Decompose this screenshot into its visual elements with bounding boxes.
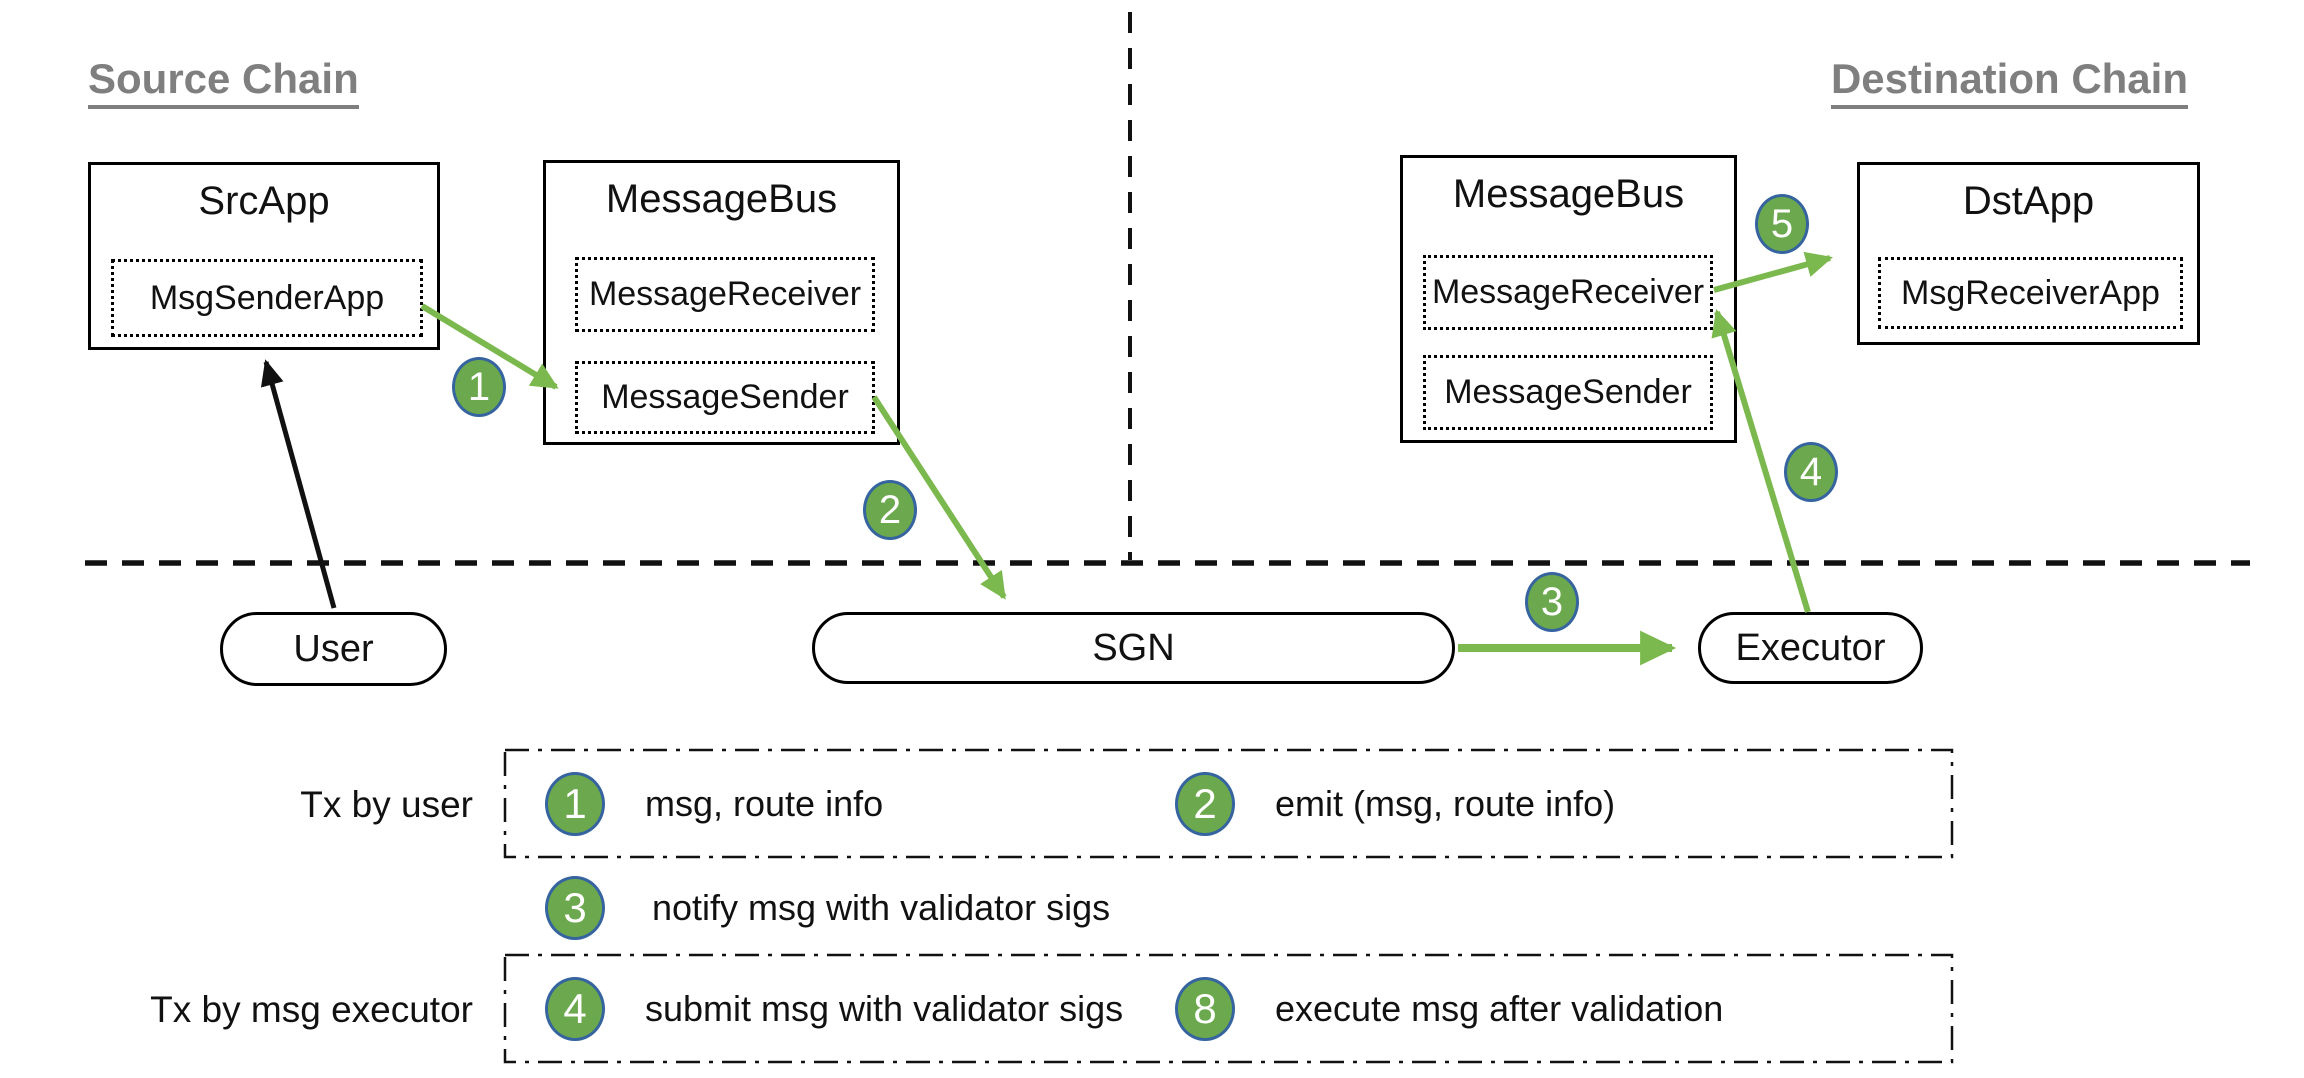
- message-receiver-source-box: MessageReceiver: [575, 257, 875, 332]
- src-app-box: SrcApp MsgSenderApp: [88, 162, 440, 350]
- step3-badge: 3: [1525, 572, 1579, 632]
- legend-step8-text: execute msg after validation: [1275, 988, 1724, 1029]
- legend-step2-badge: 2: [1175, 772, 1235, 836]
- message-bus-destination-title: MessageBus: [1452, 172, 1685, 216]
- legend-step8-badge: 8: [1175, 977, 1235, 1041]
- step2-badge: 2: [863, 480, 917, 540]
- step4-badge: 4: [1784, 442, 1838, 502]
- user-to-srcapp-arrow: [260, 359, 337, 609]
- legend-step1-text: msg, route info: [645, 783, 884, 824]
- message-bus-destination-box: MessageBus MessageReceiver MessageSender: [1400, 155, 1737, 443]
- sgn-node: SGN: [812, 612, 1455, 684]
- message-bus-source-title: MessageBus: [605, 177, 838, 221]
- legend-step4-badge: 4: [545, 977, 605, 1041]
- legend-step3-text: notify msg with validator sigs: [652, 887, 1111, 928]
- message-sender-destination-box: MessageSender: [1423, 355, 1713, 430]
- message-sender-source-box: MessageSender: [575, 361, 875, 434]
- user-node: User: [220, 612, 447, 686]
- src-app-title: SrcApp: [198, 179, 330, 223]
- tx-by-user-label: Tx by user: [300, 784, 473, 825]
- step5-badge: 5: [1755, 194, 1809, 254]
- msg-sender-app-box: MsgSenderApp: [111, 259, 423, 337]
- legend-step2-text: emit (msg, route info): [1275, 783, 1616, 824]
- tx-by-executor-label: Tx by msg executor: [150, 989, 473, 1030]
- executor-node: Executor: [1698, 612, 1923, 684]
- destination-chain-heading: Destination Chain: [1830, 55, 2188, 110]
- legend-step3-badge: 3: [545, 876, 605, 940]
- legend-step1-badge: 1: [545, 772, 605, 836]
- dst-app-box: DstApp MsgReceiverApp: [1857, 162, 2200, 345]
- message-bus-source-box: MessageBus MessageReceiver MessageSender: [543, 160, 900, 445]
- step1-badge: 1: [452, 357, 506, 417]
- legend-step4-text: submit msg with validator sigs: [645, 988, 1124, 1029]
- msg-receiver-app-box: MsgReceiverApp: [1878, 257, 2183, 329]
- source-chain-heading: Source Chain: [88, 55, 359, 110]
- dst-app-title: DstApp: [1962, 179, 2095, 223]
- message-receiver-destination-box: MessageReceiver: [1423, 255, 1713, 330]
